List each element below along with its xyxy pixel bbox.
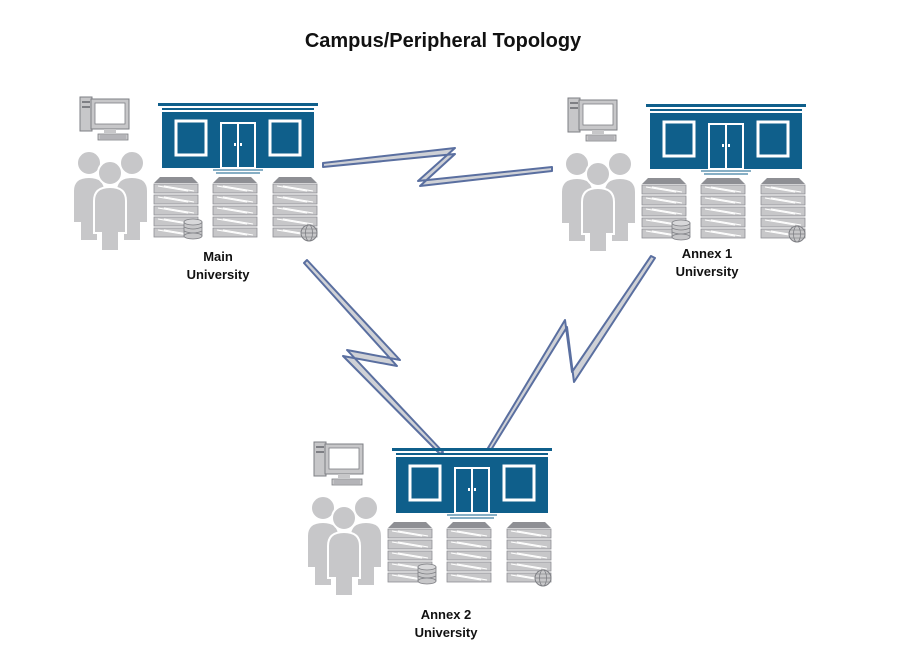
site-label-annex1-line2: University: [675, 264, 739, 279]
link-main-annex1: [322, 147, 553, 187]
link-annex1-annex2: [487, 255, 656, 451]
site-label-annex2-line1: Annex 2: [420, 607, 472, 622]
site-label-annex1-line1: Annex 1: [681, 246, 733, 261]
site-label-main-line2: University: [186, 267, 250, 282]
site-annex2-university: [307, 442, 552, 596]
site-annex1-university: [561, 98, 806, 252]
site-label-main-line1: Main: [203, 249, 233, 264]
site-label-annex2: Annex 2 University: [366, 606, 526, 642]
site-main-university: [73, 97, 318, 251]
link-main-annex2: [303, 259, 444, 455]
diagram-title: Campus/Peripheral Topology: [304, 30, 582, 52]
site-label-main: Main University: [138, 248, 298, 284]
site-label-annex1: Annex 1 University: [627, 245, 787, 281]
site-label-annex2-line2: University: [414, 625, 478, 640]
